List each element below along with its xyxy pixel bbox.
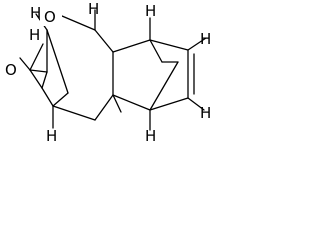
bond <box>94 94 114 121</box>
atom-label-oxygen: O <box>44 8 56 26</box>
atom-label-hydrogen: H <box>200 104 211 122</box>
atom-label-hydrogen: H <box>145 127 156 145</box>
atom-label-oxygen: O <box>5 61 17 79</box>
chemical-structure-diagram: O O H H H H H H H H <box>4 0 211 145</box>
bond <box>112 94 122 113</box>
bond <box>187 37 207 51</box>
bond <box>94 29 114 53</box>
bond <box>52 92 69 107</box>
bond <box>187 97 205 111</box>
bond <box>112 94 151 111</box>
bond <box>46 29 69 94</box>
bond <box>149 61 179 111</box>
bond <box>149 39 163 63</box>
bond <box>29 43 44 71</box>
bond <box>149 97 189 111</box>
bond <box>41 87 54 107</box>
bond <box>19 57 31 71</box>
atom-label-hydrogen: H <box>30 4 41 22</box>
atom-label-hydrogen: H <box>200 30 211 48</box>
bond <box>52 105 96 121</box>
atom-label-hydrogen: H <box>145 2 156 20</box>
atom-label-hydrogen: H <box>46 127 57 145</box>
bond <box>29 69 43 89</box>
bond <box>29 69 48 73</box>
bond <box>112 39 151 53</box>
bond <box>149 39 189 51</box>
bond-lines <box>19 9 207 131</box>
bond <box>61 15 96 31</box>
atom-label-hydrogen: H <box>29 26 40 44</box>
atom-label-hydrogen: H <box>88 0 99 18</box>
bond <box>41 71 48 89</box>
